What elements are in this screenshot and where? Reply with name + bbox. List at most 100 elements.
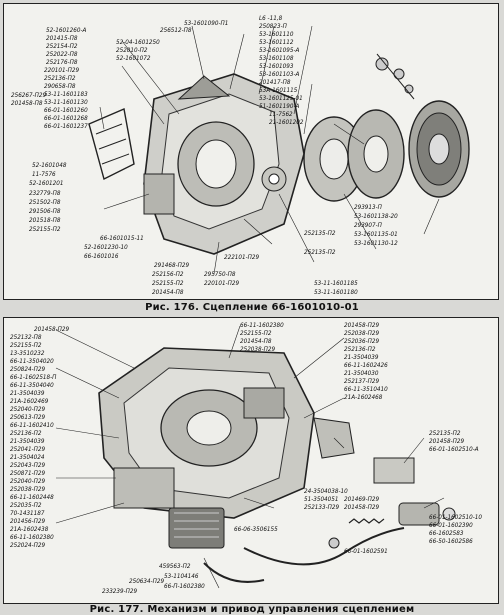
fig-176-part-label: 250823-П (259, 23, 287, 30)
fig-177-part-label: 252024-П29 (10, 542, 46, 549)
fig-176-part-label: 252135-П2 (304, 230, 336, 237)
fig-177-part-label: 201458-П29 (344, 322, 380, 329)
fig-177-part-label: 66-01-1602591 (344, 548, 388, 555)
fig-176-part-label: 53-1601095-А (259, 47, 300, 54)
fig-176-part-label: 295750-П8 (204, 271, 236, 278)
fig-177-part-label: 252036-П29 (344, 338, 380, 345)
fig-177-part-label: 66-50-1602586 (429, 538, 473, 545)
fig-176-part-label: 252022-П8 (46, 51, 78, 58)
fig-177-part-label: 66-01-1602510-10 (429, 514, 482, 521)
fig-177-part-label: 250634-П29 (129, 578, 165, 585)
fig-176-part-label: 252176-П8 (46, 59, 78, 66)
fig-176-part-label: 66-01-1601260 (44, 107, 88, 114)
fig-177-part-label: 252133-П29 (304, 504, 340, 511)
fig-176-part-label: 51-1601190-А (259, 103, 300, 110)
fig-177-part-label: 252038-П29 (344, 330, 380, 337)
fig-177-part-label: 252040-П29 (10, 478, 46, 485)
fig-177-part-label: 252041-П29 (10, 446, 46, 453)
fig-176-part-label: 52-1601072 (116, 55, 151, 62)
fig-177-part-label: 21-3504039 (344, 354, 379, 361)
fig-176-part-label: L6 -11,8 (259, 15, 283, 22)
fig-177-part-label: 66-01-1602390 (429, 522, 473, 529)
fig-176-part-label: 252010-П2 (116, 47, 148, 54)
fig-177-part-label: 201458-П29 (429, 438, 465, 445)
fig-177-part-label: 66-11-3504020 (10, 358, 54, 365)
fig-177-part-label: 252035-П2 (10, 502, 42, 509)
fig-176-part-label: 66-01-1601237 (44, 123, 88, 130)
fig-176-part-label: 291506-П8 (29, 208, 61, 215)
fig-176-part-label: 53-1601110 (259, 31, 294, 38)
fig-177-part-label: 252135-П2 (429, 430, 461, 437)
fig-176-part-label: 66-01-1601268 (44, 115, 88, 122)
fig-177-part-label: 252038-П29 (10, 486, 46, 493)
fig-177-part-label: 66-06-3506155 (234, 526, 278, 533)
fig-176-part-label: 52-1601201 (29, 180, 64, 187)
fig-176-part-label: 201417-П8 (259, 79, 291, 86)
fig-177-part-label: 66-11-1602380 (10, 534, 54, 541)
fig-177-part-label: 66-11-1602380 (240, 322, 284, 329)
fig-177-part-label: 250613-П29 (10, 414, 46, 421)
fig-176-part-label: 252154-П2 (46, 43, 78, 50)
fig-177-part-label: 66-1-1602518-П (10, 374, 57, 381)
fig-177-part-label: 66-11-1602448 (10, 494, 54, 501)
fig-176-part-label: 53А-1601115 (259, 87, 298, 94)
fig-176-part-label: 201458-П8 (11, 100, 43, 107)
fig-177-part-label: 201454-П8 (240, 338, 272, 345)
fig-177-part-label: 13-3510232 (10, 350, 45, 357)
fig-176-part-label: 201454-П8 (152, 289, 184, 296)
fig-176-part-label: 291468-П29 (154, 262, 190, 269)
clutch-control-mechanism-drawing (55, 325, 456, 589)
fig-177-part-label: 66-01-1602510-А (429, 446, 479, 453)
fig-177-part-label: 51-3504051 (304, 496, 339, 503)
fig-176-part-label: 11-7576 (32, 171, 56, 178)
fig-177-part-label: 252043-П29 (10, 462, 46, 469)
fig-177-part-label: 21А-1602468 (344, 394, 383, 401)
fig-177-part-label: 70-1431187 (10, 510, 45, 517)
figure-177-caption: Рис. 177. Механизм и привод управления с… (89, 604, 415, 615)
fig-177-part-label: 252136-П2 (344, 346, 376, 353)
fig-177-part-label: 21-3504039 (10, 438, 45, 445)
fig-177-part-label: 66-П-1602380 (164, 583, 205, 590)
fig-176-part-label: 66-1601016 (84, 253, 119, 260)
fig-176-part-label: 21-1601202 (269, 119, 304, 126)
fig-177-part-label: 53-1104146 (164, 573, 199, 580)
fig-177-part-label: 252155-П2 (10, 342, 42, 349)
fig-176-part-label: 293907-П (354, 222, 382, 229)
fig-177-part-label: 201458-П29 (344, 504, 380, 511)
fig-177-part-label: 252040-П29 (10, 406, 46, 413)
fig-176-part-label: 252136-П2 (44, 75, 76, 82)
fig-176-part-label: 53-1601125-01 (259, 95, 303, 102)
fig-177-part-label: 66-11-1602410 (10, 422, 54, 429)
fig-177-part-label: 24-3504038-10 (304, 488, 348, 495)
fig-177-part-label: 252038-П29 (240, 346, 276, 353)
fig-177-part-label: 21А-1602469 (10, 398, 49, 405)
fig-176-part-label: 256512-П8 (160, 27, 192, 34)
fig-176-part-label: 52-1601048 (32, 162, 67, 169)
fig-176-part-label: 252155-П2 (29, 226, 61, 233)
fig-177-part-label: 201456-П29 (10, 518, 46, 525)
fig-176-part-label: 252156-П2 (152, 271, 184, 278)
fig-177-part-label: 459563-П2 (159, 563, 191, 570)
fig-177-part-label: 66-11-1602426 (344, 362, 388, 369)
fig-176-part-label: 52-1601230-10 (84, 244, 128, 251)
fig-177-part-label: 21-3504039 (10, 390, 45, 397)
fig-177-part-label: 252136-П2 (10, 430, 42, 437)
fig-176-part-label: 53-1601093 (259, 63, 294, 70)
fig-176-part-label: 66-1601015-11 (100, 235, 144, 242)
fig-176-part-label: 53-1601138-20 (354, 213, 398, 220)
fig-177-part-label: 250824-П29 (10, 366, 46, 373)
fig-177-part-label: 201458-П29 (34, 326, 70, 333)
fig-176-part-label: 290658-П8 (44, 83, 76, 90)
fig-176-part-label: 53-1601108 (259, 55, 294, 62)
fig-176-part-label: 220101-П29 (44, 67, 80, 74)
fig-176-part-label: 53-11-1601185 (314, 280, 358, 287)
fig-176-part-label: 201415-П8 (46, 35, 78, 42)
fig-177-part-label: 233239-П29 (102, 588, 138, 595)
clutch-assembly-drawing (88, 25, 470, 275)
fig-176-part-label: 53-11-1601180 (314, 289, 358, 296)
fig-177-part-label: 252155-П2 (240, 330, 272, 337)
fig-177-part-label: 21А-1602438 (10, 526, 49, 533)
fig-176-part-label: 53-1601103-А (259, 71, 300, 78)
fig-176-part-label: 232779-П8 (29, 190, 61, 197)
fig-176-part-label: 222101-П29 (224, 254, 260, 261)
